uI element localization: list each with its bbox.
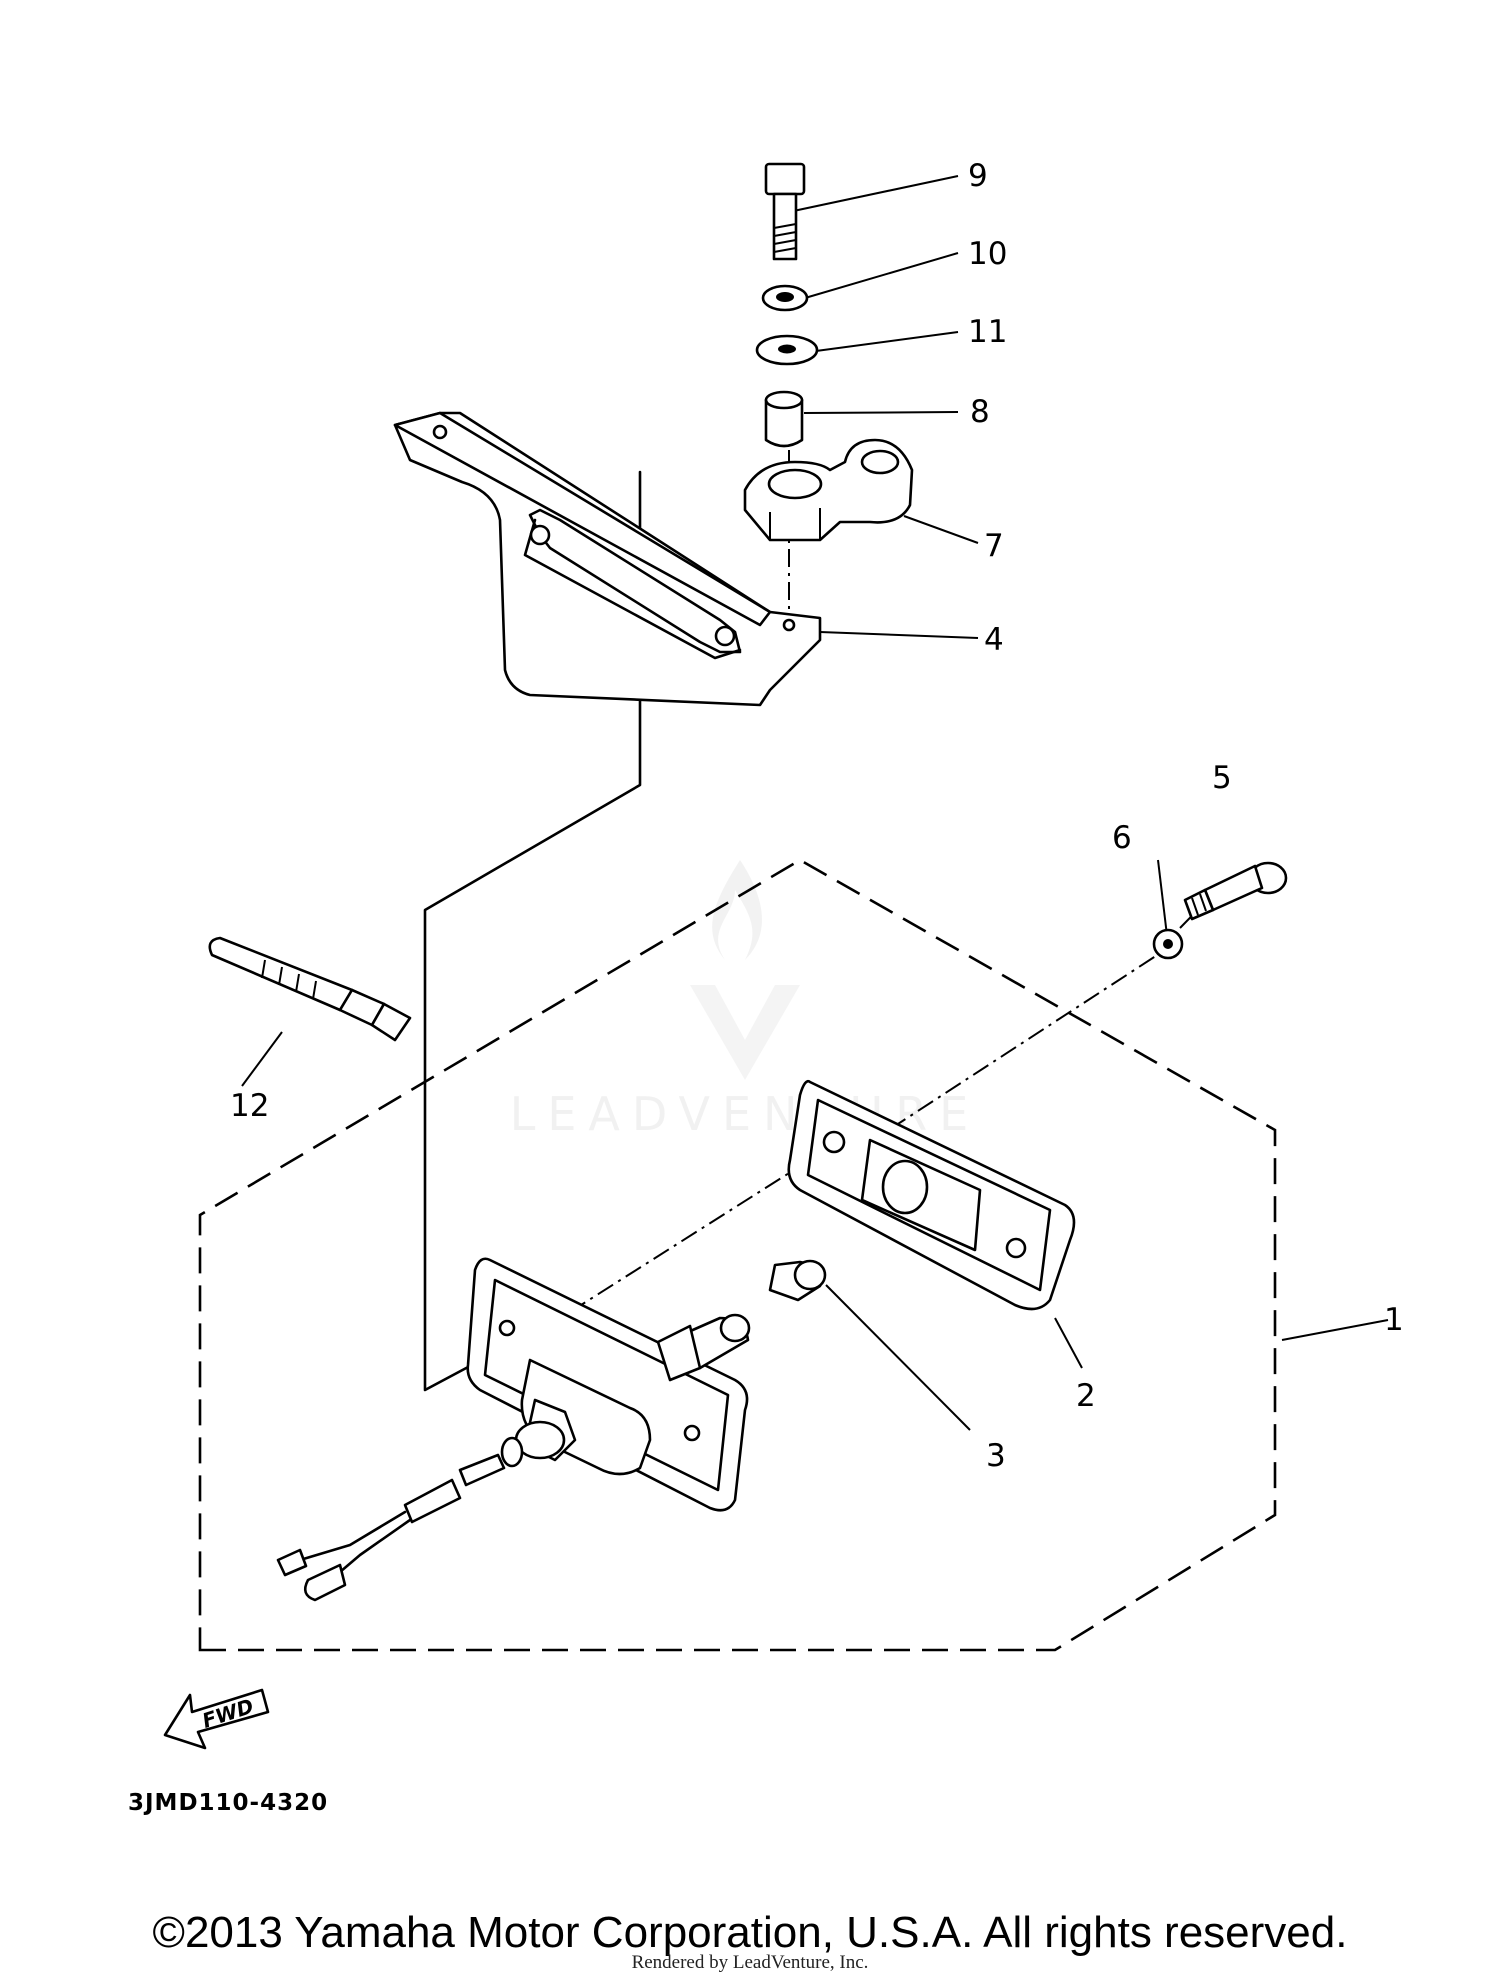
- part-7-bracket: [743, 438, 914, 542]
- callout-10: 10: [968, 236, 1007, 272]
- part-12-cable-tie: [208, 936, 412, 1042]
- part-10-lock-washer: [761, 284, 809, 312]
- callout-9: 9: [968, 158, 988, 194]
- callout-12: 12: [230, 1088, 269, 1124]
- part-11-washer: [755, 334, 819, 366]
- part-4-plate-stay: [393, 411, 822, 707]
- callout-1: 1: [1384, 1302, 1404, 1338]
- diagram-code: 3JMD110-4320: [128, 1790, 328, 1816]
- part-3-bulb: [768, 1259, 827, 1302]
- part-2-lens: [787, 1080, 1076, 1311]
- callout-8: 8: [970, 394, 990, 430]
- fwd-arrow-icon: FWD: [163, 1688, 270, 1750]
- callout-2: 2: [1076, 1378, 1096, 1414]
- assembly-boundary: [198, 858, 1277, 1652]
- part-6-washer: [1152, 928, 1184, 960]
- leader-lines: [241, 175, 1389, 1431]
- rendered-by-credit: Rendered by LeadVenture, Inc.: [631, 1952, 869, 1973]
- part-9-bolt: [764, 162, 806, 261]
- fwd-label: FWD: [199, 1694, 256, 1733]
- callout-11: 11: [968, 314, 1007, 350]
- watermark-logo: LEADVENTURE: [510, 860, 968, 1141]
- part-8-collar: [764, 390, 804, 448]
- callout-7: 7: [984, 528, 1004, 564]
- callout-3: 3: [986, 1438, 1006, 1474]
- part-5-bolt: [1183, 861, 1288, 921]
- callout-5: 5: [1212, 760, 1232, 796]
- part-1-light-assembly: [276, 1257, 751, 1602]
- callout-6: 6: [1112, 820, 1132, 856]
- callout-4: 4: [984, 622, 1004, 658]
- copyright-notice: ©2013 Yamaha Motor Corporation, U.S.A. A…: [152, 1908, 1348, 1957]
